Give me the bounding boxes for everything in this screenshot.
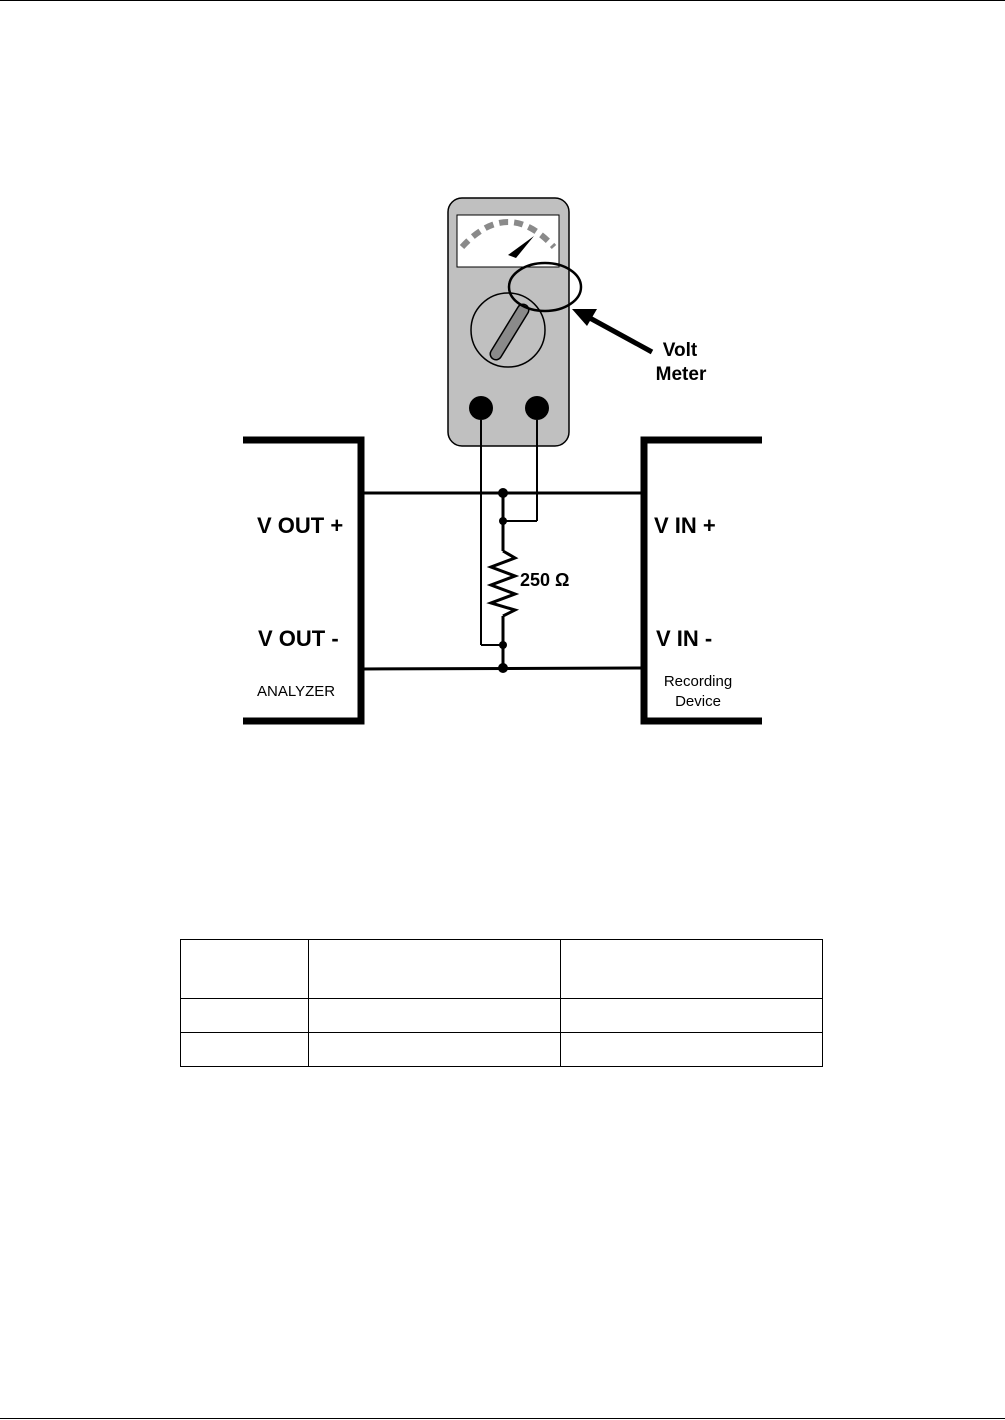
bottom-rule bbox=[0, 1418, 1005, 1419]
recorder-pos-label: V IN + bbox=[654, 513, 716, 538]
wires bbox=[360, 420, 645, 671]
table-row bbox=[180, 998, 823, 1033]
top-rule bbox=[0, 0, 1005, 1]
table-cell bbox=[560, 998, 823, 1033]
recorder-neg-label: V IN - bbox=[656, 626, 712, 651]
analyzer-bracket bbox=[243, 436, 365, 725]
table-cell bbox=[180, 998, 309, 1033]
analyzer-name-label: ANALYZER bbox=[257, 683, 335, 700]
meter-needle bbox=[508, 236, 534, 258]
table-header-cell bbox=[180, 939, 309, 999]
meter-label-line1: Volt bbox=[663, 340, 698, 361]
meter-scale bbox=[459, 219, 557, 250]
table-cell bbox=[560, 1032, 823, 1067]
analyzer-neg-label: V OUT - bbox=[258, 626, 339, 651]
table-header-row bbox=[180, 939, 823, 999]
table-header-cell bbox=[560, 939, 823, 999]
recorder-name-line2: Device bbox=[675, 693, 721, 710]
junction-dots bbox=[498, 488, 508, 673]
data-table bbox=[180, 939, 823, 1067]
meter-terminal-right bbox=[525, 396, 549, 420]
meter-highlight-ellipse bbox=[507, 261, 583, 313]
resistor-value-label: 250 Ω bbox=[520, 570, 569, 590]
recorder-bracket bbox=[640, 436, 762, 725]
table-header-cell bbox=[308, 939, 561, 999]
recorder-name-line1: Recording bbox=[664, 673, 732, 690]
table-cell bbox=[308, 998, 561, 1033]
meter-label-line2: Meter bbox=[656, 364, 707, 385]
meter-terminal-left bbox=[469, 396, 493, 420]
table-cell bbox=[180, 1032, 309, 1067]
table-row bbox=[180, 1032, 823, 1067]
meter-arrow-shaft bbox=[586, 314, 654, 355]
volt-meter bbox=[447, 197, 583, 447]
table-cell bbox=[308, 1032, 561, 1067]
wiring-diagram: Volt Meter V OUT + V OUT - ANALYZER 250 … bbox=[243, 197, 762, 725]
analyzer-pos-label: V OUT + bbox=[257, 513, 343, 538]
resistor-symbol bbox=[486, 549, 520, 618]
meter-arrow-head bbox=[572, 309, 597, 326]
meter-knob-pointer bbox=[491, 305, 528, 359]
